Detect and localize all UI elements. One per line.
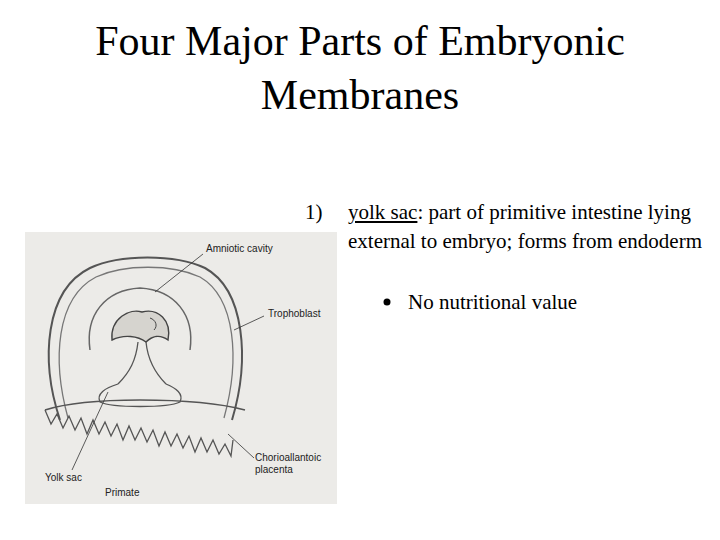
figure-label: Chorioallantoic placenta	[254, 452, 334, 476]
trophoblast-outline	[49, 258, 242, 421]
leader-line	[228, 434, 254, 458]
placenta-villi	[45, 410, 233, 456]
figure-label: Amniotic cavity	[205, 243, 274, 255]
stalk	[118, 342, 166, 384]
figure-label: Primate	[104, 487, 140, 499]
figure-ground	[25, 232, 337, 504]
leader-line	[234, 316, 264, 330]
list-item: yolk sac: part of primitive intestine ly…	[348, 198, 714, 256]
embryo	[112, 311, 169, 342]
leader-line	[155, 254, 203, 292]
placenta-top	[45, 400, 245, 410]
embryo-fold	[150, 318, 156, 330]
amnion-line	[89, 288, 191, 350]
figure-label: Yolk sac	[44, 472, 83, 484]
term: yolk sac	[348, 200, 417, 224]
bullet-text: No nutritional value	[408, 288, 577, 317]
figure-label: Trophoblast	[267, 308, 321, 320]
leader-line	[72, 392, 108, 470]
trophoblast-inner	[59, 267, 233, 418]
slide-title: Four Major Parts of Embryonic Membranes	[90, 14, 630, 122]
yolk-sac-shape	[99, 384, 181, 407]
bullet-dot	[384, 299, 391, 306]
list-number: 1)	[305, 198, 323, 227]
